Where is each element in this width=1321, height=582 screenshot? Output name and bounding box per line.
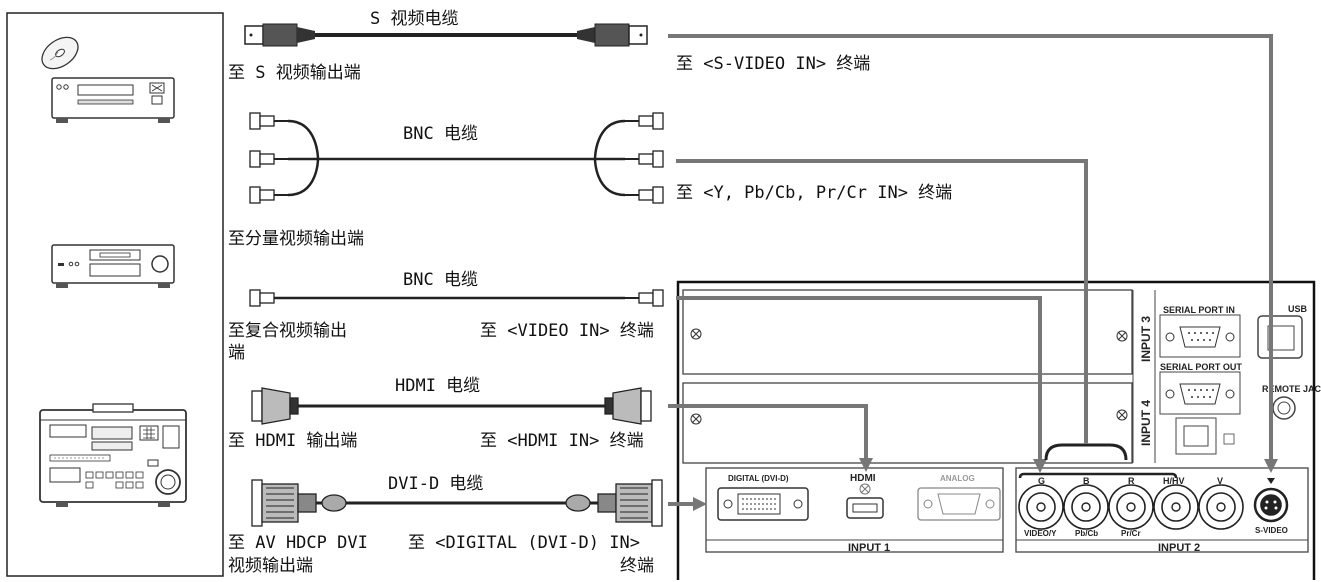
s-video-cable bbox=[244, 23, 648, 47]
dvi-source-label-2: 视频输出端 bbox=[228, 556, 313, 576]
dvi-dest-label-1: 至 <DIGITAL (DVI-D) IN> bbox=[408, 533, 640, 553]
b-label: B bbox=[1083, 476, 1090, 486]
bnc-composite-cable bbox=[249, 289, 664, 307]
input1-label: INPUT 1 bbox=[848, 542, 890, 554]
vcr-icon bbox=[51, 244, 175, 288]
hdmi-cable-title: HDMI 电缆 bbox=[395, 376, 481, 396]
bnc-component-cable-title: BNC 电缆 bbox=[403, 124, 478, 144]
bnc-component-cable bbox=[249, 112, 664, 204]
usb-label: USB bbox=[1288, 304, 1308, 314]
s-video-dest-label: 至 <S-VIDEO IN> 终端 bbox=[676, 54, 871, 74]
arrow-y-pb-pr-main bbox=[676, 159, 1088, 428]
dvd-player-icon bbox=[51, 77, 175, 123]
input4-label: INPUT 4 bbox=[1139, 400, 1153, 446]
bnc-composite-cable-title: BNC 电缆 bbox=[403, 270, 478, 290]
s-video-source-label: 至 S 视频输出端 bbox=[228, 63, 361, 83]
input2-label: INPUT 2 bbox=[1158, 542, 1200, 554]
bnc-component-dest-label: 至 <Y, Pb/Cb, Pr/Cr IN> 终端 bbox=[676, 183, 953, 203]
pr-cr-label: Pr/Cr bbox=[1121, 529, 1141, 538]
disc-icon bbox=[41, 36, 79, 70]
hdmi-source-label: 至 HDMI 输出端 bbox=[228, 431, 358, 451]
g-label: G bbox=[1038, 476, 1045, 486]
digital-dvi-label: DIGITAL (DVI-D) bbox=[728, 474, 789, 483]
serial-port-out-label: SERIAL PORT OUT bbox=[1160, 362, 1242, 372]
remote-jack-label: REMOTE JACK bbox=[1262, 384, 1321, 394]
s-video-label: S-VIDEO bbox=[1255, 526, 1288, 535]
connection-arrows bbox=[668, 34, 1278, 511]
video-y-label: VIDEO/Y bbox=[1024, 529, 1057, 538]
dvi-source-label-1: 至 AV HDCP DVI bbox=[228, 533, 368, 553]
bnc-composite-source-label-2: 端 bbox=[228, 343, 245, 363]
hdmi-cable bbox=[251, 387, 652, 425]
vtr-deck-icon bbox=[39, 403, 187, 507]
arrow-hdmi bbox=[668, 404, 873, 472]
input3-label: INPUT 3 bbox=[1139, 316, 1153, 362]
dvi-dest-label-2: 终端 bbox=[620, 556, 654, 576]
serial-port-in-label: SERIAL PORT IN bbox=[1163, 305, 1235, 315]
s-video-marker-icon bbox=[1267, 478, 1275, 484]
s-video-cable-title: S 视频电缆 bbox=[370, 9, 459, 29]
arrow-video bbox=[676, 296, 1047, 473]
arrow-s-video bbox=[668, 34, 1278, 473]
dvi-cable bbox=[251, 479, 663, 527]
hdmi-dest-label: 至 <HDMI IN> 终端 bbox=[480, 431, 644, 451]
h-hv-label: H/HV bbox=[1163, 476, 1185, 486]
bnc-composite-dest-label: 至 <VIDEO IN> 终端 bbox=[480, 321, 654, 341]
projector-rear-panel: SERIAL PORT IN SERIAL PORT OUT USB REMOT… bbox=[676, 280, 1321, 580]
r-label: R bbox=[1128, 476, 1135, 486]
bnc-composite-source-label-1: 至复合视频输出 bbox=[228, 321, 347, 341]
ypbpr-brace bbox=[1044, 443, 1128, 461]
v-label: V bbox=[1217, 476, 1223, 486]
bnc-component-source-label: 至分量视频输出端 bbox=[228, 229, 364, 249]
dvi-cable-title: DVI-D 电缆 bbox=[388, 474, 484, 494]
pb-cb-label: Pb/Cb bbox=[1075, 529, 1098, 538]
hdmi-logo: HDMI bbox=[850, 473, 876, 484]
analog-label: ANALOG bbox=[940, 474, 975, 483]
